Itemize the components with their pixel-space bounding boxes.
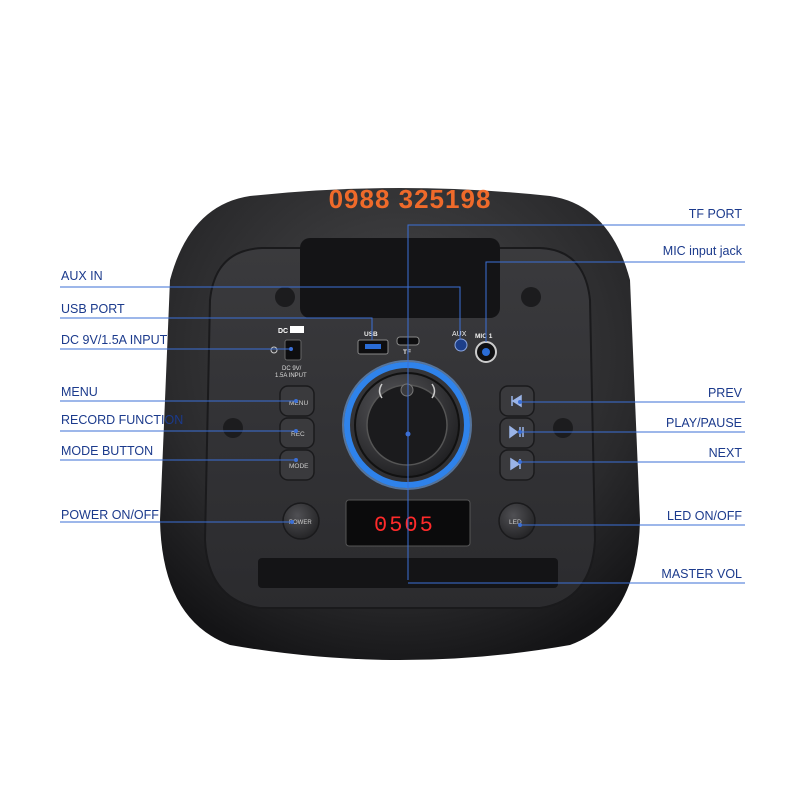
dc-input-port[interactable]	[284, 339, 302, 361]
next-callout: NEXT	[708, 446, 742, 460]
led-callout: LED ON/OFF	[666, 509, 742, 523]
mode-button-callout: MODE BUTTON	[61, 444, 154, 458]
prev-callout: PREV	[707, 386, 742, 400]
menu-button-text: MENU	[289, 400, 308, 407]
dc-spec-line2: 1.5A INPUT	[275, 373, 307, 379]
play-pause-button[interactable]	[499, 417, 535, 449]
record-function-callout: RECORD FUNCTION	[61, 413, 184, 427]
menu-callout: MENU	[61, 385, 98, 399]
knob-indicator	[400, 383, 414, 397]
next-button[interactable]	[499, 449, 535, 481]
callout-lines	[60, 224, 745, 584]
knob-arrow-right	[431, 383, 436, 399]
play-pause-callout: PLAY/PAUSE	[666, 416, 742, 430]
knob-arrow-left	[378, 383, 383, 399]
led-button-text: LED	[509, 519, 522, 526]
usb-port-insert	[365, 344, 381, 349]
record-button-text: REC	[291, 431, 305, 438]
mic-jack-core	[482, 348, 490, 356]
screw-hole	[223, 418, 243, 438]
aux-label: AUX	[452, 331, 467, 338]
led-button[interactable]: LED	[498, 502, 536, 540]
mode-button-text: MODE	[289, 463, 309, 470]
dc-polarity-icon	[270, 346, 278, 354]
tf-port-label: TF	[403, 349, 411, 356]
phone-number: 0988 325198	[328, 184, 492, 214]
callout-dots	[289, 347, 522, 527]
screw-hole	[275, 287, 295, 307]
mic-input-callout: MIC input jack	[662, 244, 742, 258]
power-button[interactable]: POWER	[282, 502, 320, 540]
usb-port-callout: USB PORT	[61, 302, 125, 316]
dc-label: DC	[278, 328, 288, 335]
prev-button[interactable]	[499, 385, 535, 417]
aux-in-label: AUX IN	[61, 269, 103, 283]
dc-input-callout: DC 9V/1.5A INPUT	[61, 333, 168, 347]
master-vol-callout: MASTER VOL	[661, 567, 742, 581]
aux-in-jack[interactable]	[454, 338, 468, 352]
knob-face	[366, 384, 448, 466]
display-digits: 0505	[374, 513, 435, 538]
screw-hole	[553, 418, 573, 438]
power-button-text: POWER	[289, 520, 312, 526]
mic-label: MIC 1	[475, 333, 493, 340]
knob-led-glow	[342, 360, 472, 490]
dc-label-box	[290, 326, 304, 333]
record-button[interactable]: REC	[279, 417, 315, 449]
knob-led-ring	[344, 362, 470, 488]
handle-recess	[300, 238, 500, 318]
usb-port-label: USB	[364, 331, 378, 338]
screw-hole	[521, 287, 541, 307]
mode-button[interactable]: MODE	[279, 449, 315, 481]
dc-spec-line1: DC 9V/	[282, 366, 302, 372]
power-callout: POWER ON/OFF	[61, 508, 159, 522]
tf-port-callout: TF PORT	[688, 207, 742, 221]
